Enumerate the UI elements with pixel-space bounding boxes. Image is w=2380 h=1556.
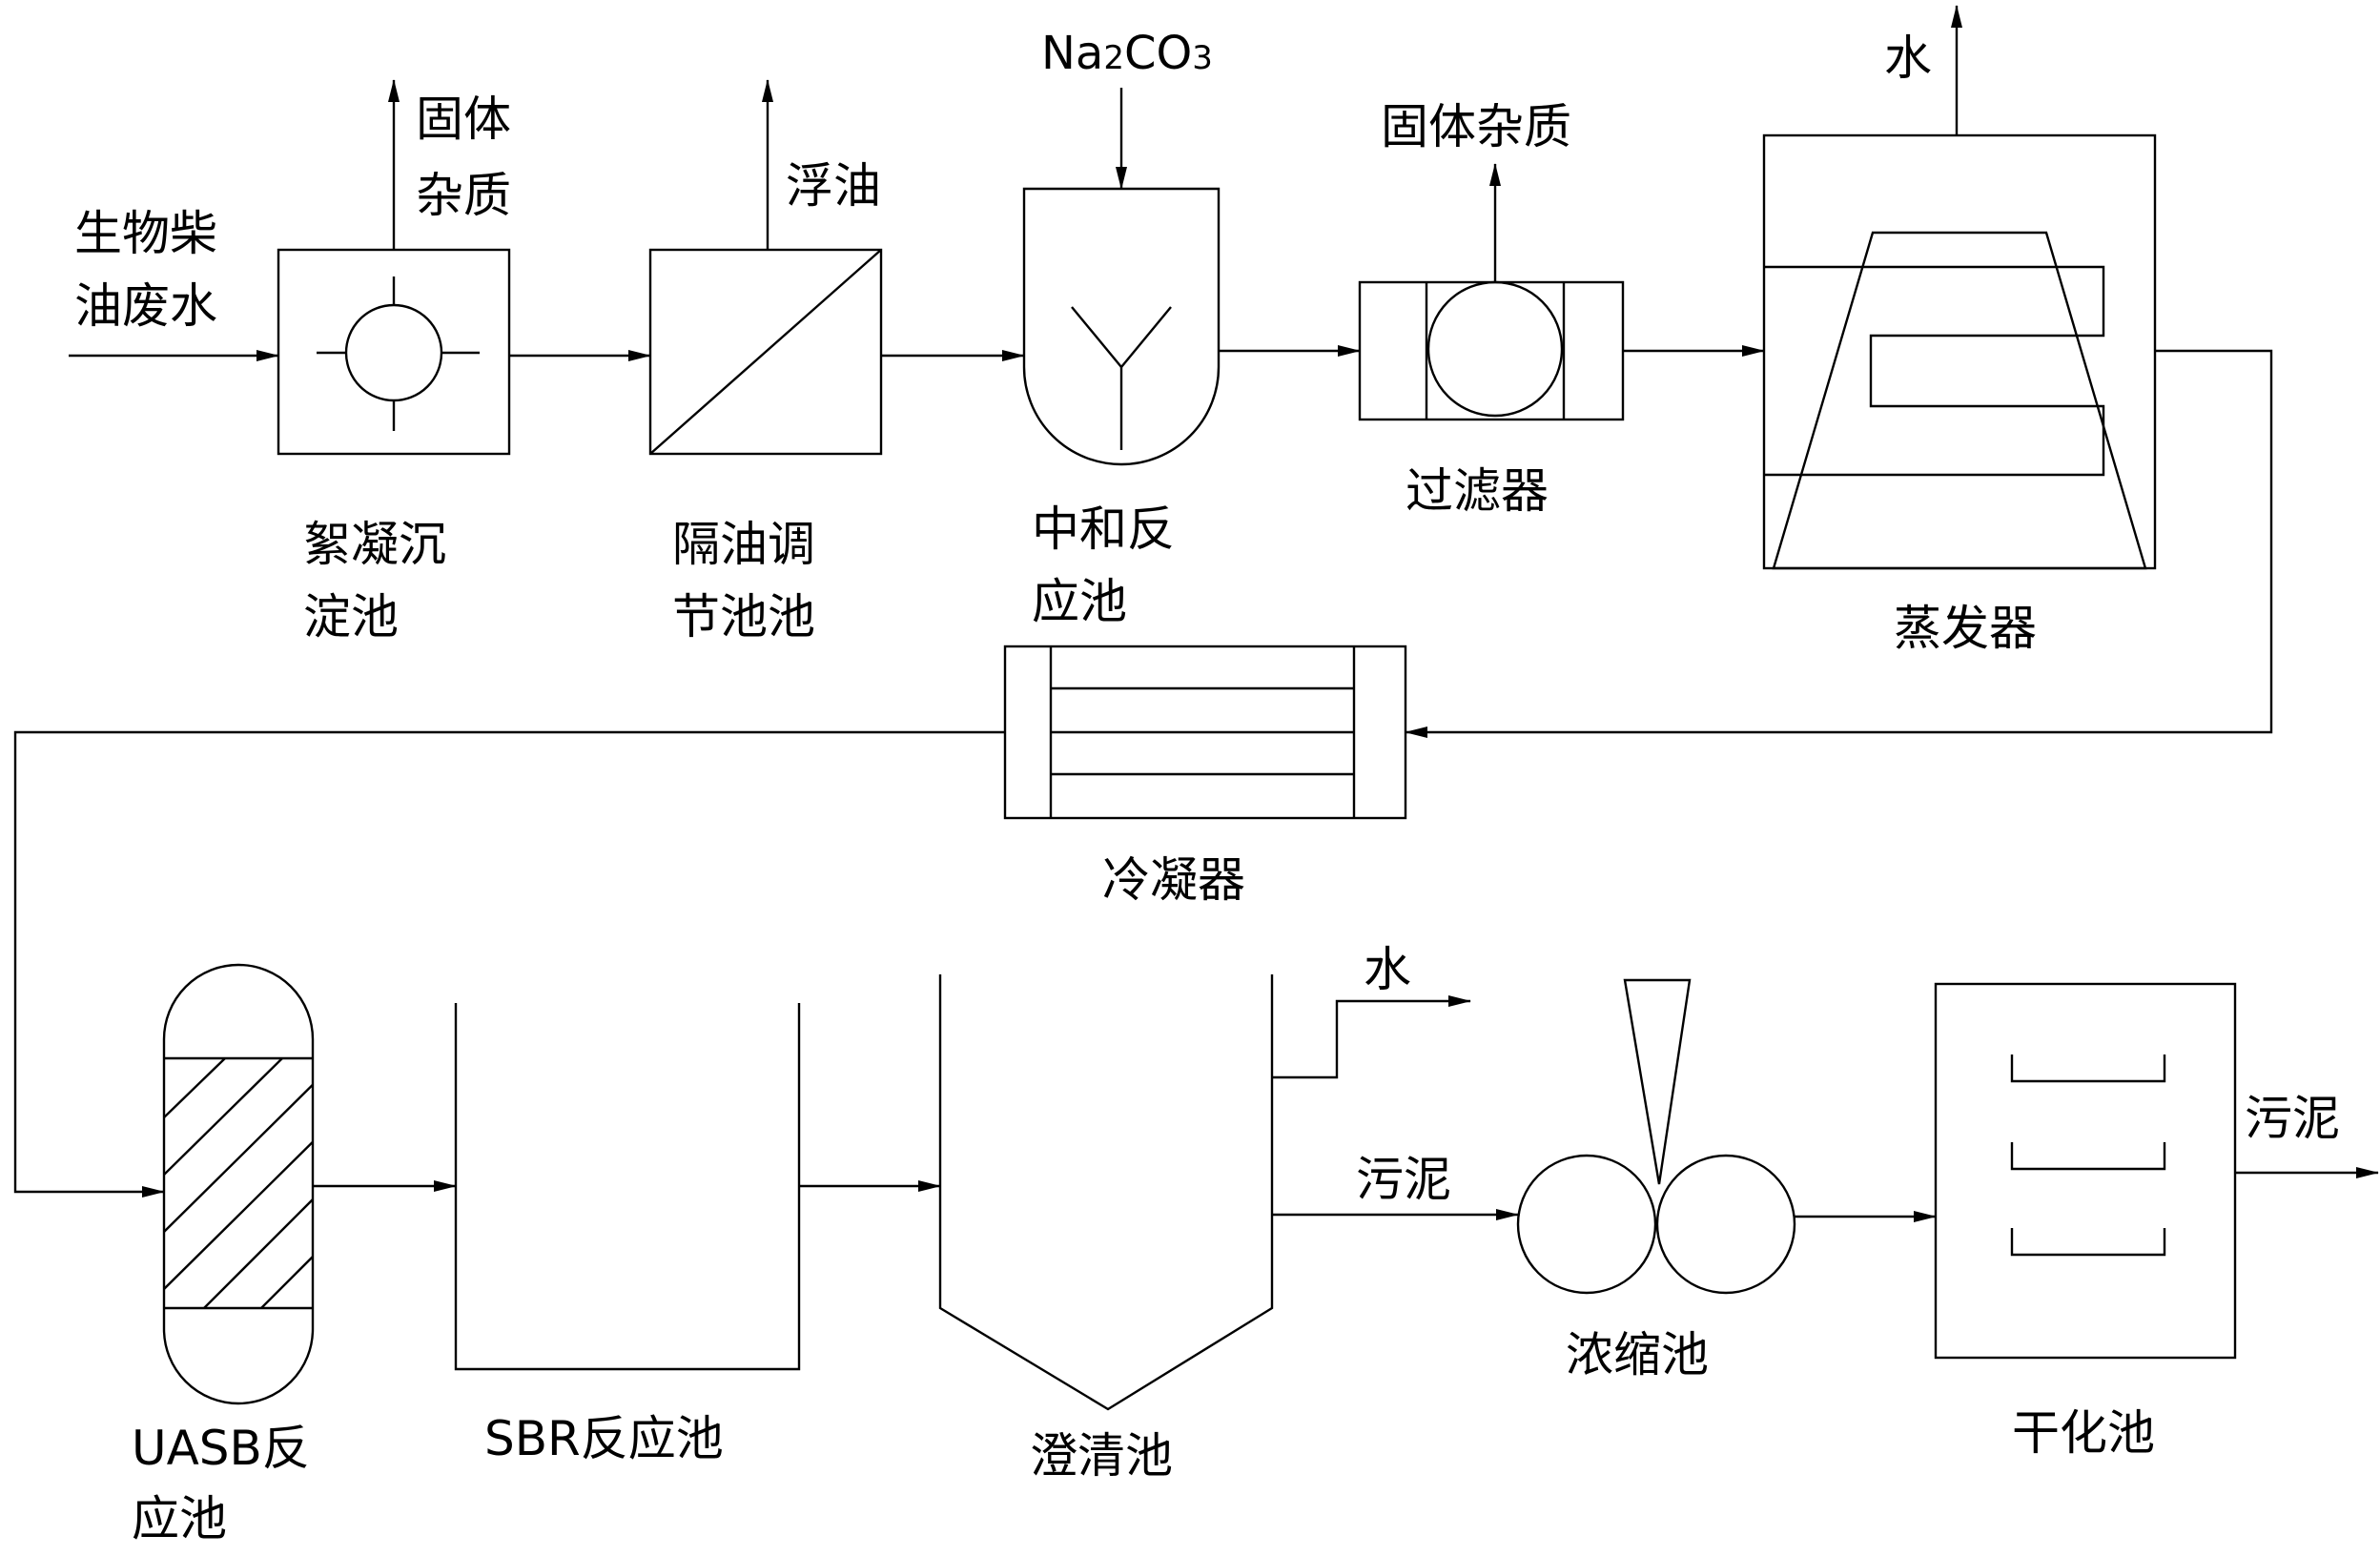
- reagent-label: Na2CO3: [1041, 27, 1213, 80]
- dryer-label: 干化池: [2012, 1405, 2155, 1461]
- condenser-label: 冷凝器: [1102, 852, 1245, 908]
- sbr-label: SBR反应池: [484, 1411, 724, 1466]
- arrow-condenser-to-uasb: [13, 730, 1005, 1198]
- oil-sep-label-line1: 隔油调: [672, 517, 815, 572]
- sbr-tank: [454, 1003, 801, 1371]
- neutralization-tank: [1022, 187, 1221, 466]
- solids-label-1-line1: 固体: [416, 92, 511, 147]
- feed-label: 生物柴 油废水: [74, 206, 217, 334]
- filter: [1358, 280, 1625, 421]
- flocculation-tank: [277, 248, 511, 456]
- solids-label-2: 固体杂质: [1381, 99, 1571, 154]
- condenser: [1003, 645, 1407, 820]
- solids-label-1-line2: 杂质: [416, 168, 511, 223]
- evaporator: [1762, 133, 2157, 570]
- neutral-label-line2: 应池: [1032, 574, 1127, 629]
- clarifier-label: 澄清池: [1030, 1428, 1173, 1484]
- sludge-label-final: 污泥: [2245, 1091, 2340, 1146]
- clarifier-tank: [938, 974, 1274, 1411]
- uasb-label-line1: UASB反: [132, 1421, 310, 1476]
- thickener-label: 浓缩池: [1566, 1327, 1709, 1382]
- thickener: [1516, 978, 1796, 1295]
- feed-label-line2: 油废水: [74, 278, 217, 334]
- uasb-reactor: [162, 963, 315, 1405]
- oil-sep-label-line2: 节池池: [672, 589, 815, 645]
- flocculation-label-line2: 淀池: [303, 589, 399, 645]
- neutral-label-line1: 中和反: [1032, 502, 1175, 557]
- oil-separation-tank: [648, 248, 883, 456]
- filter-label: 过滤器: [1405, 463, 1549, 519]
- arrow-evaporator-to-condenser: [1405, 349, 2273, 738]
- evaporator-label: 蒸发器: [1894, 601, 2037, 656]
- water-label-top: 水: [1884, 31, 1932, 86]
- water-label-clarifier: 水: [1364, 942, 1411, 997]
- drying-tank: [1934, 982, 2237, 1360]
- feed-label-line1: 生物柴: [74, 206, 217, 261]
- uasb-label-line2: 应池: [132, 1491, 227, 1546]
- water-outlet-arrow-clarifier: [1272, 995, 1471, 1079]
- oil-label: 浮油: [786, 158, 881, 214]
- sludge-label-clarifier: 污泥: [1356, 1152, 1451, 1207]
- flocculation-label-line1: 絮凝沉: [303, 517, 446, 572]
